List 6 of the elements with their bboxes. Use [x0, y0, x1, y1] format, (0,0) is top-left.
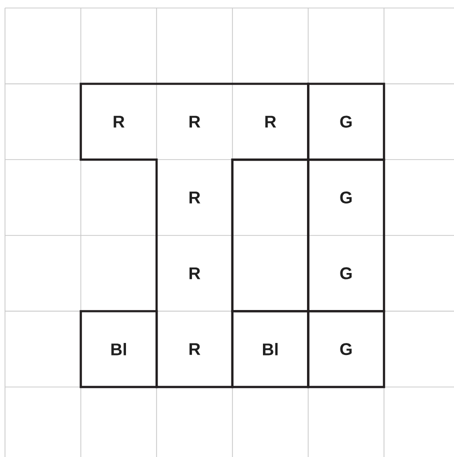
grid-region: Bl: [231, 310, 310, 388]
grid-region: G: [307, 310, 386, 388]
grid-region: Bl: [80, 310, 158, 388]
region-outline: [231, 158, 310, 312]
grid-region: G: [307, 82, 386, 161]
grid-region: G G: [307, 158, 386, 312]
